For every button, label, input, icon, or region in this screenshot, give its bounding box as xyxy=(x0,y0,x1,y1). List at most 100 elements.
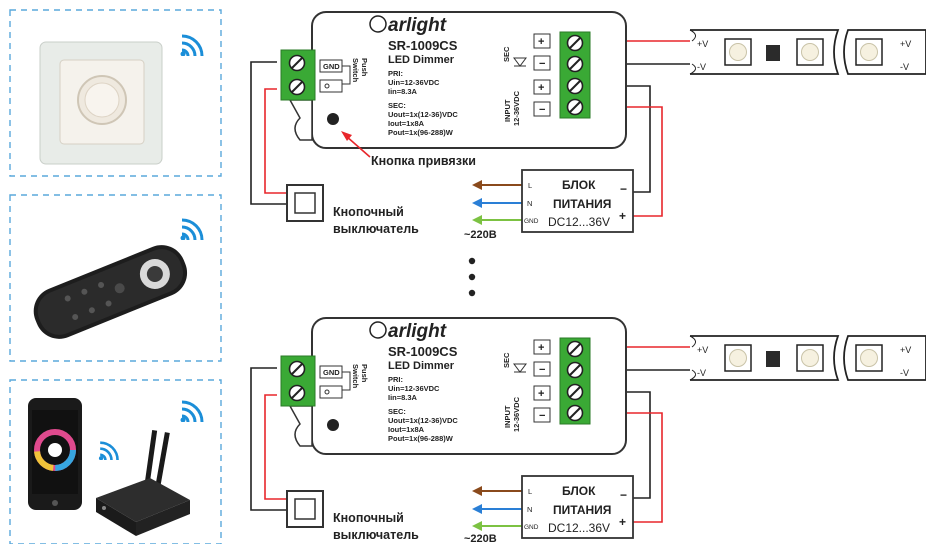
sec-plus: + xyxy=(538,342,544,354)
sec-uout: Uout=1x(12-36)VDC xyxy=(388,416,458,425)
resistor xyxy=(766,351,780,367)
controller-type: LED Dimmer xyxy=(388,54,455,66)
switch-label-1: Кнопочный xyxy=(333,511,404,525)
switch-label: Switch xyxy=(351,58,360,83)
psu-gnd: GND xyxy=(524,218,539,225)
strip-minus-v: -V xyxy=(697,62,706,72)
wireless-icon xyxy=(97,441,119,460)
pri-iin: Iin=8.3A xyxy=(388,393,418,402)
psu-title-1: БЛОК xyxy=(562,178,596,192)
sec-plus: + xyxy=(538,36,544,48)
led-symbol xyxy=(513,57,527,67)
sec-port-label: SEC xyxy=(502,352,511,368)
switch-label: Switch xyxy=(351,364,360,389)
psu-plus: + xyxy=(619,515,626,529)
psu-title-2: ПИТАНИЯ xyxy=(553,503,611,517)
pri-uin: Uin=12-36VDC xyxy=(388,384,440,393)
sec-title: SEC: xyxy=(388,407,406,416)
wireless-icon xyxy=(179,400,204,422)
strip-minus-v: -V xyxy=(900,62,909,72)
brand-icon xyxy=(369,15,387,33)
strip-plus-v: +V xyxy=(697,39,708,49)
wifi-controller-image xyxy=(96,430,190,536)
pri-iin: Iin=8.3A xyxy=(388,87,418,96)
sec-port-label: SEC xyxy=(502,46,511,62)
sec-title: SEC: xyxy=(388,101,406,110)
pri-title: PRI: xyxy=(388,375,403,384)
ellipsis-dot xyxy=(468,273,476,281)
controller-model: SR-1009CS xyxy=(388,38,458,53)
scheme-top: arlight SR-1009CS LED Dimmer PRI: Uin=12… xyxy=(250,11,926,241)
brand-logo: arlight xyxy=(388,321,447,342)
input-plus: + xyxy=(538,388,544,400)
brand-icon xyxy=(369,321,387,339)
pri-title: PRI: xyxy=(388,69,403,78)
sec-uout: Uout=1x(12-36)VDC xyxy=(388,110,458,119)
strip-plus-v: +V xyxy=(900,345,911,355)
ellipsis-dot xyxy=(468,257,476,265)
ellipsis-dot xyxy=(468,289,476,297)
sec-iout: Iout=1x8A xyxy=(388,119,425,128)
switch-label-1: Кнопочный xyxy=(333,205,404,219)
sec-pout: Pout=1x(96-288)W xyxy=(388,128,454,137)
psu-voltage: DC12...36V xyxy=(548,521,610,535)
switch-label-2: выключатель xyxy=(333,222,419,236)
sec-pout: Pout=1x(96-288)W xyxy=(388,434,454,443)
psu-n: N xyxy=(527,505,532,514)
wireless-icon xyxy=(179,218,204,240)
pri-uin: Uin=12-36VDC xyxy=(388,78,440,87)
gnd-label: GND xyxy=(323,368,340,377)
psu-minus: − xyxy=(620,182,627,196)
brand-logo: arlight xyxy=(388,15,447,36)
psu-title-1: БЛОК xyxy=(562,484,596,498)
led-chip xyxy=(724,38,752,66)
push-switch[interactable] xyxy=(286,490,324,528)
panel-remote-control xyxy=(9,194,222,362)
led-chip xyxy=(855,38,883,66)
led-chip xyxy=(796,344,824,372)
input-minus: − xyxy=(539,410,545,422)
scheme-bottom: arlight SR-1009CS LED Dimmer PRI: Uin=12… xyxy=(250,317,926,544)
controller-type: LED Dimmer xyxy=(388,360,455,372)
resistor xyxy=(766,45,780,61)
panel-wifi-control xyxy=(9,379,222,544)
input-voltage-label: 12-36VDC xyxy=(512,396,521,432)
led-strip: +V -V +V -V xyxy=(689,29,926,75)
push-label: Push xyxy=(360,364,369,383)
psu-gnd: GND xyxy=(524,524,539,531)
led-chip xyxy=(855,344,883,372)
wireless-icon xyxy=(179,34,204,56)
strip-plus-v: +V xyxy=(900,39,911,49)
input-plus: + xyxy=(538,82,544,94)
sec-minus: − xyxy=(539,58,545,70)
strip-minus-v: -V xyxy=(697,368,706,378)
strip-minus-v: -V xyxy=(900,368,909,378)
power-supply: L N GND БЛОК ПИТАНИЯ DC12...36V − + xyxy=(521,169,634,233)
psu-minus: − xyxy=(620,488,627,502)
power-supply: L N GND БЛОК ПИТАНИЯ DC12...36V − + xyxy=(521,475,634,539)
remote-control-image xyxy=(33,245,188,339)
sec-iout: Iout=1x8A xyxy=(388,425,425,434)
input-port-label: INPUT xyxy=(503,99,512,122)
bind-button[interactable] xyxy=(327,113,339,125)
gnd-label: GND xyxy=(323,62,340,71)
panel-rotary-dimmer xyxy=(9,9,222,177)
mains-label: ~220В xyxy=(464,533,497,544)
smartphone-image xyxy=(28,398,82,510)
input-minus: − xyxy=(539,104,545,116)
psu-l: L xyxy=(528,181,532,190)
led-chip xyxy=(724,344,752,372)
controller-model: SR-1009CS xyxy=(388,344,458,359)
rotary-dimmer-image xyxy=(39,41,163,165)
controller: arlight SR-1009CS LED Dimmer PRI: Uin=12… xyxy=(280,317,627,455)
switch-label-2: выключатель xyxy=(333,528,419,542)
led-chip xyxy=(796,38,824,66)
bind-button-label: Кнопка привязки xyxy=(371,154,476,168)
psu-n: N xyxy=(527,199,532,208)
psu-plus: + xyxy=(619,209,626,223)
input-port-label: INPUT xyxy=(503,405,512,428)
bind-button[interactable] xyxy=(327,419,339,431)
sec-minus: − xyxy=(539,364,545,376)
mains-label: ~220В xyxy=(464,229,497,241)
